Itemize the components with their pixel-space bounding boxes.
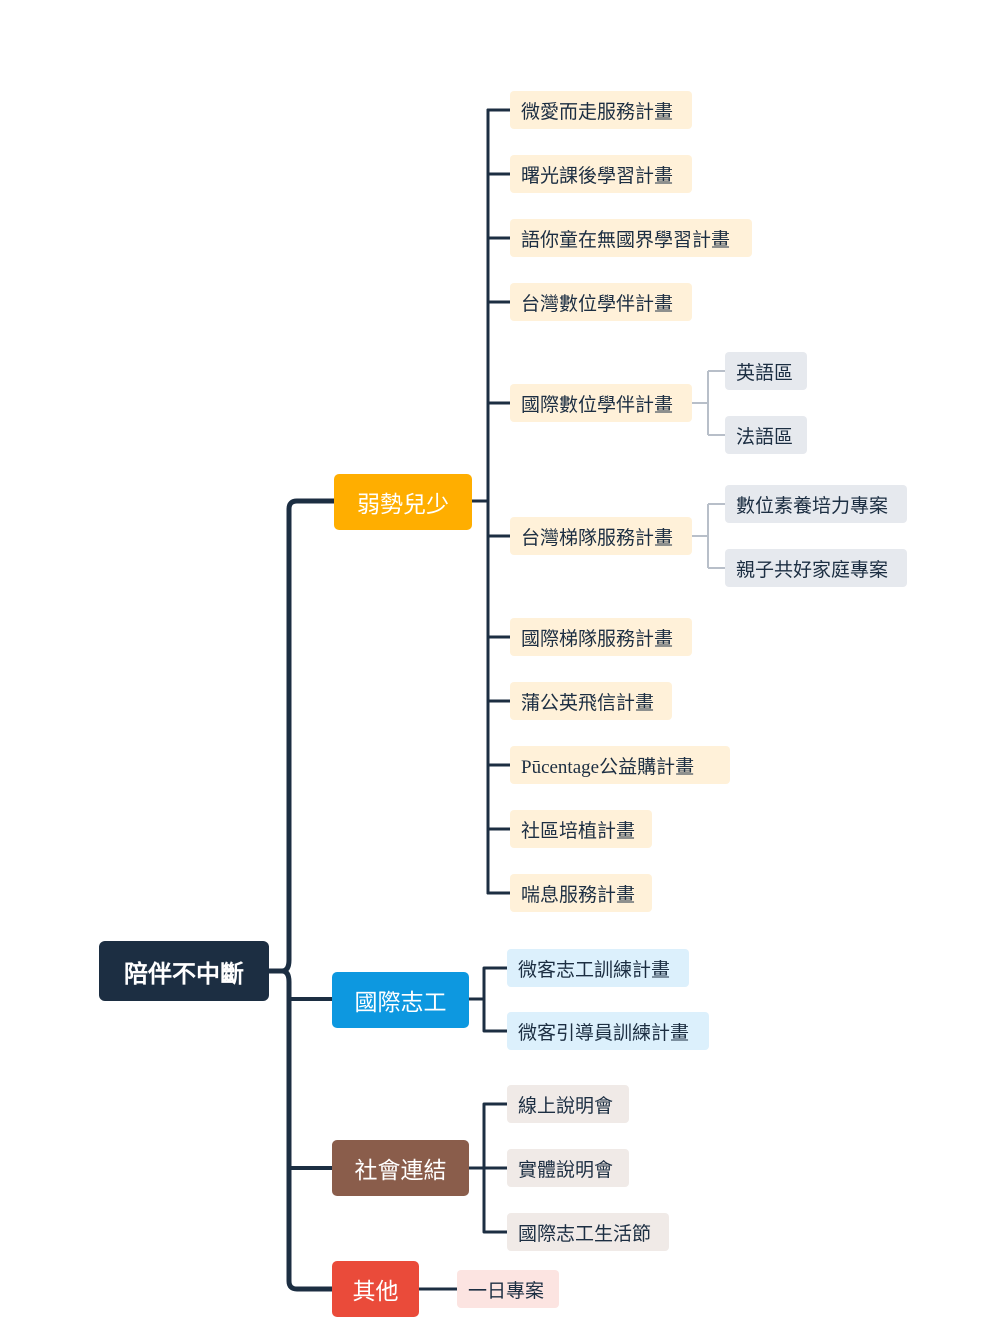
topic-node[interactable]: 微愛而走服務計畫 bbox=[510, 91, 692, 129]
topic-node[interactable]: 蒲公英飛信計畫 bbox=[510, 682, 672, 720]
subtopic-label: 英語區 bbox=[736, 361, 794, 384]
topic-label: 台灣數位學伴計畫 bbox=[521, 292, 674, 315]
topic-node[interactable]: 線上說明會 bbox=[507, 1085, 629, 1123]
intl-bracket bbox=[467, 966, 509, 1033]
subtopic-node[interactable]: 英語區 bbox=[725, 352, 807, 390]
branch-label: 其他 bbox=[352, 1279, 399, 1305]
trunk-line bbox=[266, 498, 337, 974]
topic-label: 台灣梯隊服務計畫 bbox=[521, 526, 674, 549]
weak-bracket bbox=[470, 108, 490, 895]
topic-node[interactable]: 國際數位學伴計畫 bbox=[510, 384, 692, 422]
subtopic-label: 法語區 bbox=[736, 425, 794, 448]
topic-label: 國際數位學伴計畫 bbox=[521, 393, 674, 416]
sub-bracket-tw-team bbox=[692, 503, 725, 569]
trunk-line-lower bbox=[266, 968, 335, 1292]
branch-weak-youth[interactable]: 弱勢兒少 bbox=[334, 474, 472, 530]
branch-label: 社會連結 bbox=[354, 1158, 447, 1184]
subtopic-label: 親子共好家庭專案 bbox=[736, 558, 889, 581]
topic-node[interactable]: 曙光課後學習計畫 bbox=[510, 155, 692, 193]
topic-label: 微愛而走服務計畫 bbox=[521, 100, 674, 123]
topic-node[interactable]: 語你童在無國界學習計畫 bbox=[510, 219, 752, 257]
topic-node[interactable]: 台灣梯隊服務計畫 bbox=[510, 517, 692, 555]
topic-node[interactable]: 國際志工生活節 bbox=[507, 1213, 669, 1251]
topic-label: 實體說明會 bbox=[518, 1158, 614, 1181]
topic-node[interactable]: 喘息服務計畫 bbox=[510, 874, 652, 912]
topic-node[interactable]: 國際梯隊服務計畫 bbox=[510, 618, 692, 656]
topic-label: 微客引導員訓練計畫 bbox=[518, 1021, 690, 1044]
topic-node[interactable]: 微客引導員訓練計畫 bbox=[507, 1012, 709, 1050]
branch-other[interactable]: 其他 bbox=[332, 1261, 419, 1317]
topic-node[interactable]: 台灣數位學伴計畫 bbox=[510, 283, 692, 321]
topic-label: 喘息服務計畫 bbox=[521, 883, 636, 906]
topic-label: 蒲公英飛信計畫 bbox=[521, 691, 655, 714]
topic-label: Pūcentage公益購計畫 bbox=[521, 756, 695, 778]
subtopic-node[interactable]: 數位素養培力專案 bbox=[725, 485, 907, 523]
topic-node[interactable]: 社區培植計畫 bbox=[510, 810, 652, 848]
topic-label: 一日專案 bbox=[468, 1279, 545, 1302]
root-node[interactable]: 陪伴不中斷 bbox=[99, 941, 269, 1001]
topic-node[interactable]: 實體說明會 bbox=[507, 1149, 629, 1187]
branch-social-connection[interactable]: 社會連結 bbox=[332, 1140, 469, 1196]
branch-international-volunteer[interactable]: 國際志工 bbox=[332, 972, 469, 1028]
topic-node[interactable]: Pūcentage公益購計畫 bbox=[510, 746, 730, 784]
subtopic-node[interactable]: 法語區 bbox=[725, 416, 807, 454]
branch-label: 國際志工 bbox=[354, 990, 447, 1016]
topic-label: 微客志工訓練計畫 bbox=[518, 958, 671, 981]
root-label: 陪伴不中斷 bbox=[124, 959, 244, 988]
topic-label: 國際梯隊服務計畫 bbox=[521, 627, 674, 650]
topic-label: 線上說明會 bbox=[518, 1094, 614, 1117]
topic-label: 語你童在無國界學習計畫 bbox=[521, 228, 731, 251]
social-bracket bbox=[467, 1102, 509, 1234]
subtopic-label: 數位素養培力專案 bbox=[736, 494, 889, 517]
sub-bracket-intl-digital bbox=[692, 370, 725, 436]
topic-label: 社區培植計畫 bbox=[521, 819, 636, 842]
topic-node[interactable]: 微客志工訓練計畫 bbox=[507, 949, 689, 987]
branch-label: 弱勢兒少 bbox=[357, 492, 449, 518]
topic-node[interactable]: 一日專案 bbox=[457, 1270, 559, 1308]
subtopic-node[interactable]: 親子共好家庭專案 bbox=[725, 549, 907, 587]
topic-label: 國際志工生活節 bbox=[518, 1222, 652, 1245]
topic-label: 曙光課後學習計畫 bbox=[521, 164, 674, 187]
weak-ticks bbox=[486, 108, 512, 895]
